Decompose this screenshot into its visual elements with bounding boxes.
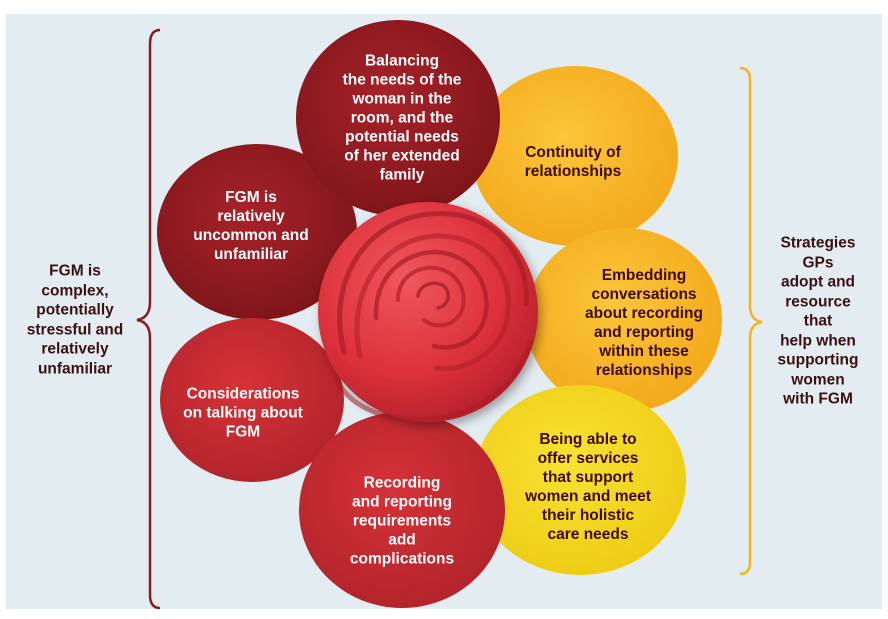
right-summary-text: Strategies GPs adopt and resource that h… <box>777 234 859 408</box>
petal-recording-label: Recording and reporting requirements add… <box>349 474 455 568</box>
petal-balancing-label: Balancing the needs of the woman in the … <box>342 52 462 184</box>
petal-considerations <box>160 318 344 482</box>
rose-swirl <box>333 211 533 422</box>
petal-services-label: Being able to offer services that suppor… <box>525 431 651 543</box>
center-rose <box>318 202 538 422</box>
left-bracket <box>136 28 161 610</box>
petal-balancing <box>296 20 500 216</box>
petal-embedding <box>526 228 722 412</box>
petal-recording <box>299 412 505 608</box>
petal-uncommon <box>157 144 357 320</box>
petal-considerations-label: Considerations on talking about FGM <box>183 385 303 441</box>
petal-embedding-label: Embedding conversations about recording … <box>585 267 703 379</box>
petal-uncommon-label: FGM is relatively uncommon and unfamilia… <box>193 189 309 263</box>
petal-services <box>474 385 686 575</box>
petal-continuity-label: Continuity of relationships <box>524 144 622 180</box>
left-summary-text: FGM is complex, potentially stressful an… <box>26 262 124 378</box>
petal-continuity <box>472 66 678 246</box>
right-bracket <box>739 66 763 576</box>
